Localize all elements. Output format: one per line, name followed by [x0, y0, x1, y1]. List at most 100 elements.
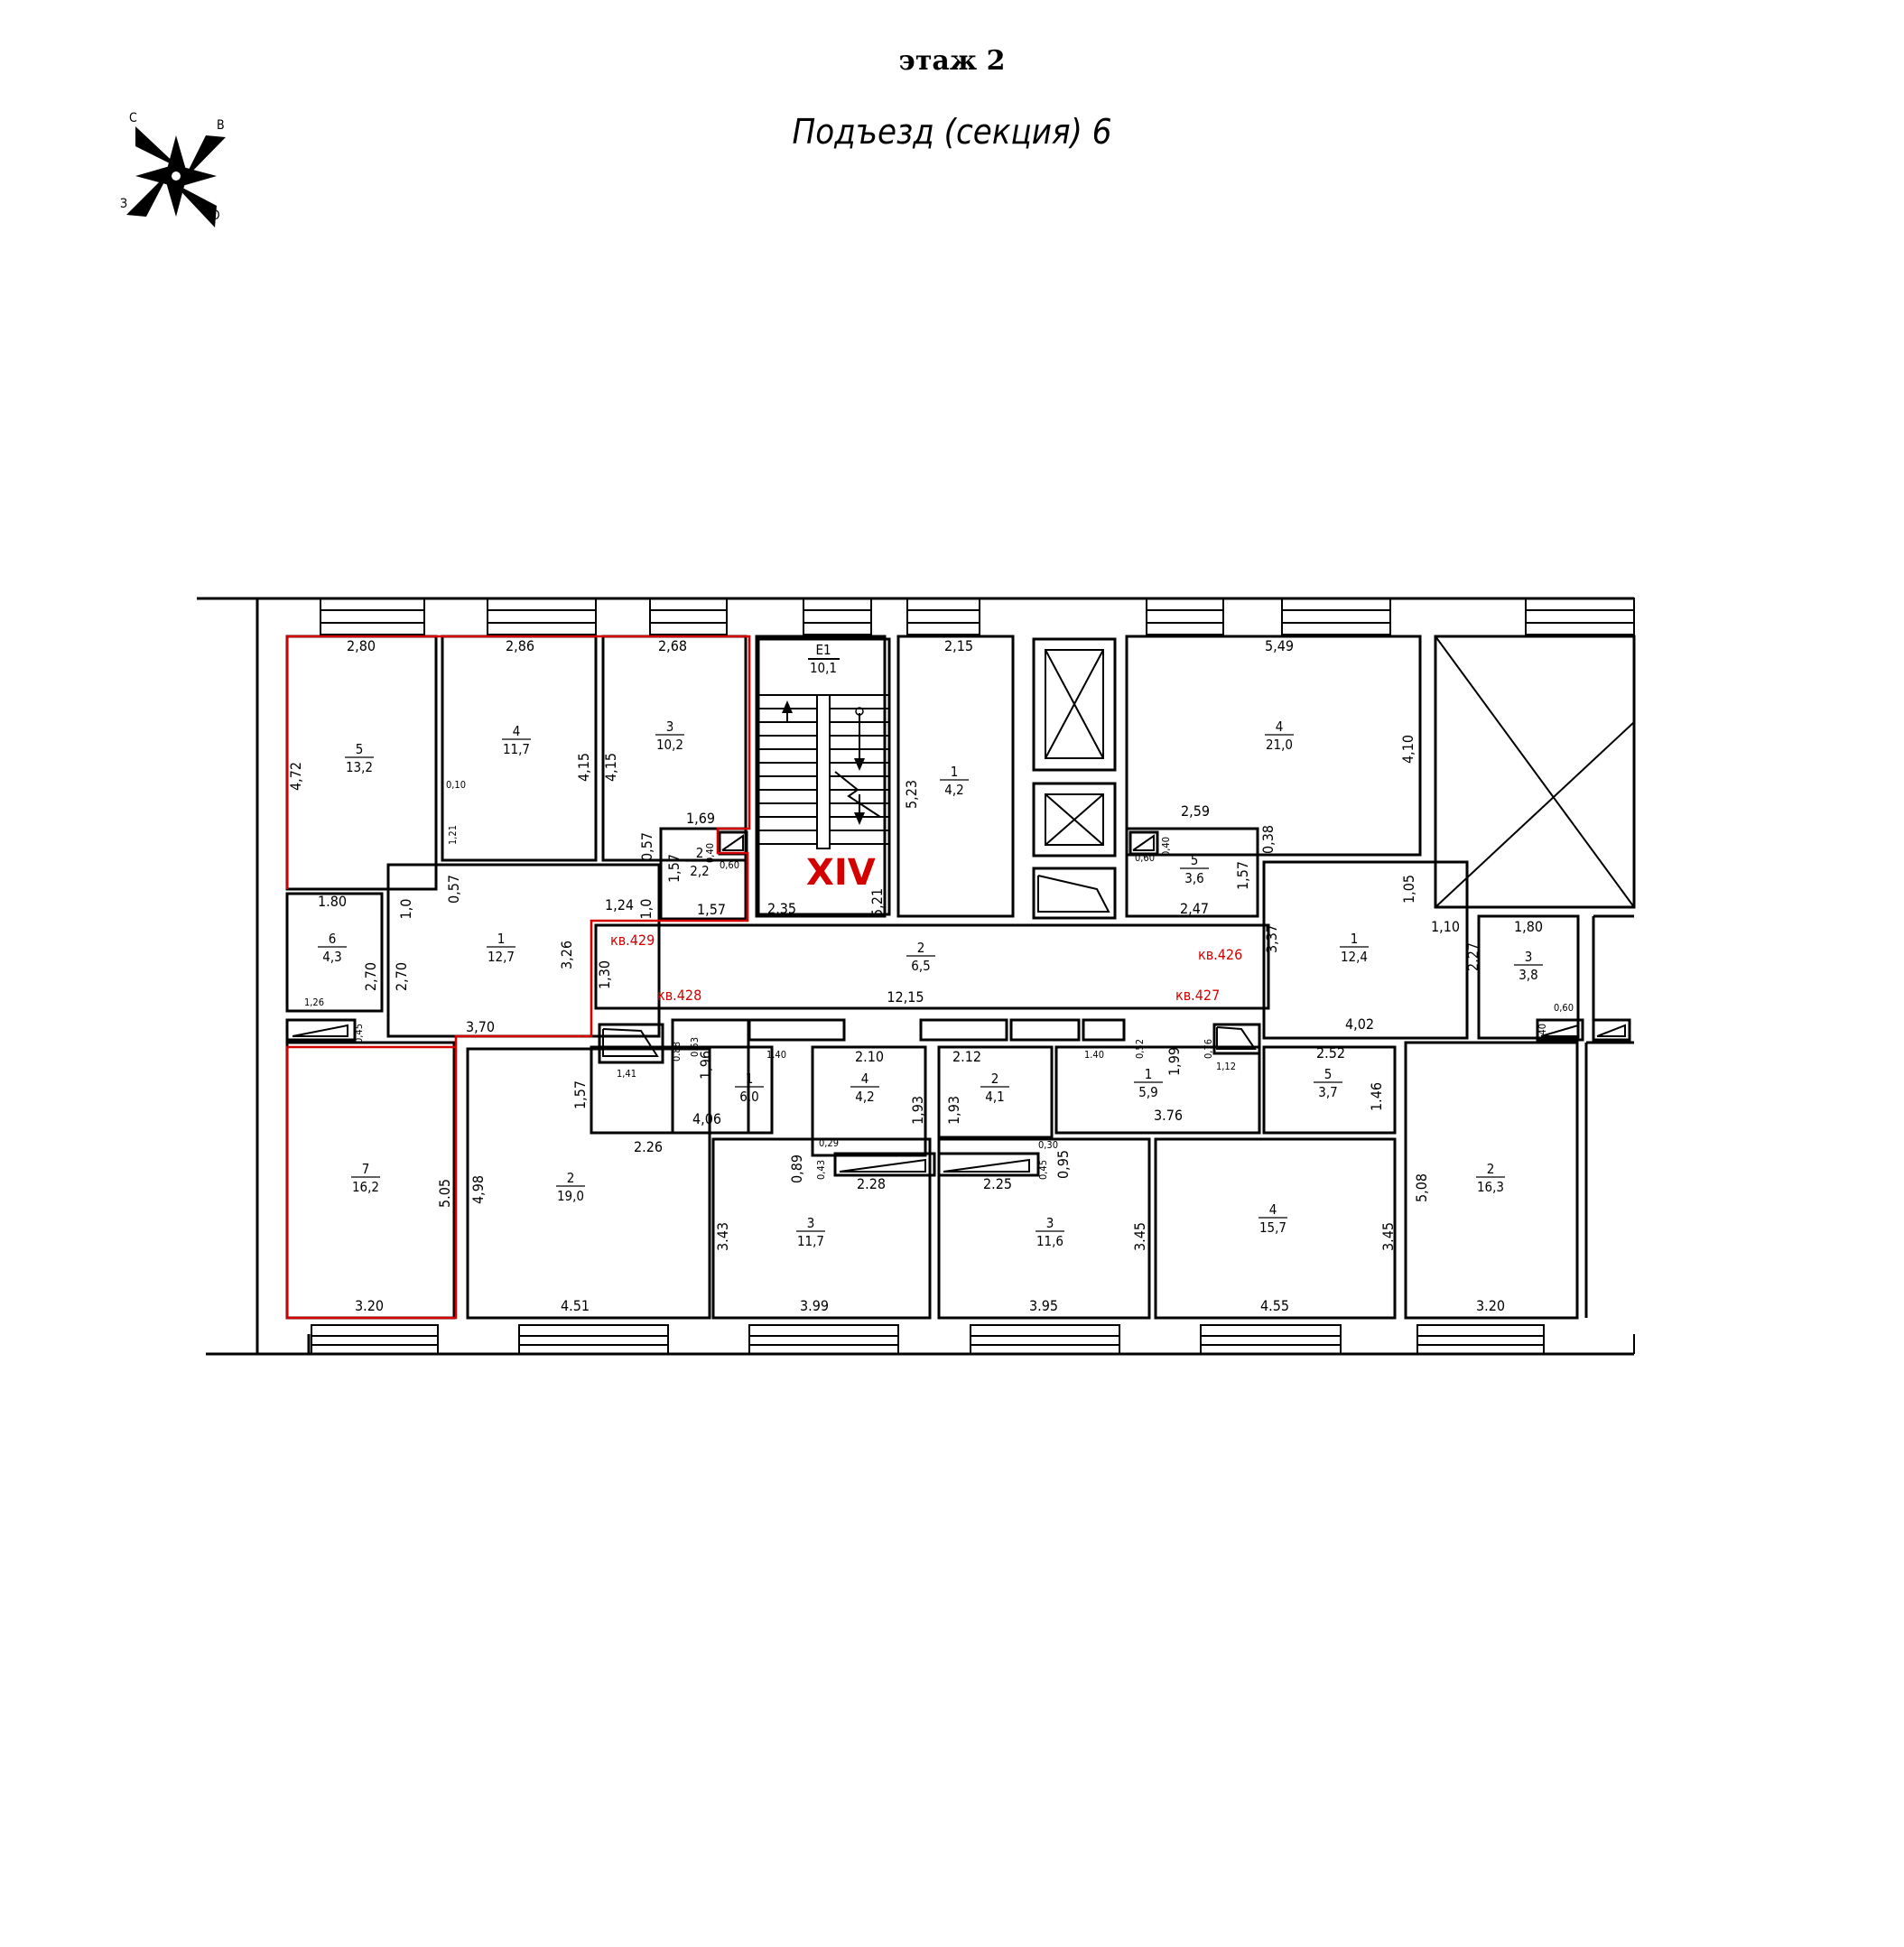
- room-number: 3: [807, 1215, 815, 1231]
- dimension-label: 1,21: [447, 825, 459, 845]
- dimension-label: 1,12: [1216, 1061, 1236, 1072]
- dimension-label: 1.46: [1368, 1082, 1385, 1111]
- dimension-label: 1,26: [304, 997, 324, 1008]
- room-label: 44,2: [850, 1071, 879, 1105]
- dimension-label: 4,06: [692, 1110, 721, 1127]
- room-label: 24,1: [980, 1071, 1009, 1105]
- room-number: 1: [951, 764, 959, 780]
- lift-shafts: [1032, 637, 1117, 920]
- room-area: 6,5: [911, 958, 930, 974]
- dimension-label: 2.26: [634, 1138, 663, 1155]
- dimension-label: 0,60: [1554, 1002, 1574, 1014]
- room-area: 2,2: [690, 863, 709, 879]
- dimension-label: 5,49: [1265, 637, 1294, 654]
- dimension-label: 0,30: [1038, 1139, 1058, 1151]
- room-number: 1: [1145, 1066, 1153, 1082]
- dimension-label: 0,60: [720, 859, 739, 871]
- dimension-label: 3.45: [1131, 1222, 1148, 1251]
- dimension-label: 0,76: [1203, 1039, 1214, 1059]
- dimension-label: 2.52: [1316, 1044, 1345, 1062]
- dimension-label: 2.12: [952, 1048, 981, 1065]
- compass-west: З: [120, 197, 127, 211]
- dimension-label: 3,26: [558, 941, 575, 969]
- room-number: 5: [1324, 1066, 1333, 1082]
- dimension-label: 4,15: [602, 753, 619, 782]
- room-area: 11,7: [797, 1233, 824, 1249]
- dimension-label: 0,10: [446, 779, 466, 791]
- dimension-label: 3.45: [1379, 1222, 1397, 1251]
- room-label: 716,2: [351, 1161, 380, 1195]
- room-area: 15,7: [1259, 1219, 1286, 1236]
- dimension-label: 1,57: [1234, 861, 1251, 890]
- room-label: 14,2: [940, 764, 969, 798]
- dimension-label: 4,15: [575, 753, 592, 782]
- dimension-label: 2,68: [658, 637, 687, 654]
- stairwell-room-area: 10,1: [810, 660, 837, 676]
- dimension-label: 4.55: [1260, 1297, 1289, 1314]
- dimension-label: 2.10: [855, 1048, 884, 1065]
- dimension-label: 1,0: [637, 899, 655, 920]
- dimension-label: 0,38: [1259, 825, 1277, 854]
- room-area: 4,2: [855, 1089, 874, 1105]
- room-number: 2: [1487, 1161, 1495, 1177]
- dimension-label: 0,40: [704, 843, 716, 863]
- dimension-label: 2,35: [767, 900, 796, 917]
- dimension-label: 1,24: [605, 896, 634, 913]
- dimension-label: 2,27: [1464, 942, 1481, 971]
- room-number: 1: [746, 1071, 754, 1087]
- room-area: 6,0: [739, 1089, 758, 1105]
- room-area: 3,6: [1184, 870, 1203, 886]
- room-area: 11,7: [503, 741, 530, 757]
- room-label: 16,0: [735, 1071, 764, 1105]
- dimension-label: 2,70: [362, 962, 379, 991]
- dimension-label: 1,96: [697, 1051, 714, 1080]
- room-area: 4,1: [985, 1089, 1004, 1105]
- compass-east: В: [217, 118, 225, 133]
- room-label: 112,7: [487, 931, 515, 965]
- room-label: 219,0: [556, 1170, 585, 1204]
- room-number: 4: [1269, 1201, 1277, 1218]
- room-number: 2: [567, 1170, 575, 1186]
- compass-south: Ю: [208, 209, 220, 223]
- room-label: 216,3: [1476, 1161, 1505, 1195]
- dimension-label: 2,40: [1537, 1024, 1548, 1043]
- dimension-label: 5.05: [436, 1179, 453, 1208]
- dimension-label: 0,57: [638, 832, 655, 861]
- room-label: 22,2: [685, 845, 714, 879]
- room-number: 2: [696, 845, 704, 861]
- dimension-label: 0,60: [1135, 852, 1155, 864]
- dimension-label: 1,57: [665, 854, 683, 883]
- windows: [311, 598, 1635, 1355]
- room-area: 12,7: [488, 949, 515, 965]
- dimension-label: 3.95: [1029, 1297, 1058, 1314]
- room-label: 64,3: [318, 931, 347, 965]
- dimension-label: 2.28: [857, 1175, 886, 1192]
- room-area: 4,3: [322, 949, 341, 965]
- dimension-label: 3.76: [1154, 1107, 1183, 1124]
- dimension-label: 12,15: [887, 988, 924, 1006]
- dimension-label: 0,89: [788, 1154, 805, 1183]
- dimension-label: 2.25: [983, 1175, 1012, 1192]
- dimension-label: 1,30: [596, 960, 613, 989]
- stairwell-label: XIV: [806, 852, 876, 894]
- room-number: 4: [513, 723, 521, 739]
- room-label: 513,2: [345, 741, 374, 775]
- room-label: 33,8: [1514, 949, 1543, 983]
- apartment-label: кв.427: [1175, 987, 1220, 1004]
- room-number: 5: [356, 741, 364, 757]
- room-label: 310,2: [655, 719, 684, 753]
- room-number: 1: [497, 931, 506, 947]
- dimension-label: 1.40: [1084, 1049, 1104, 1061]
- dimension-label: 0,45: [353, 1024, 365, 1043]
- dimension-label: 3,70: [466, 1018, 495, 1035]
- utility-shafts: [285, 830, 1631, 1177]
- dimension-label: 1,10: [1431, 918, 1460, 935]
- room-number: 1: [1351, 931, 1359, 947]
- dimension-label: 1,93: [945, 1096, 962, 1125]
- apartment-label: кв.426: [1198, 946, 1242, 963]
- dimension-label: 4,02: [1345, 1015, 1374, 1033]
- dimension-label: 1,93: [909, 1096, 926, 1125]
- section-title: Подъезд (секция) 6: [792, 112, 1112, 152]
- exterior-walls: [197, 597, 1635, 1356]
